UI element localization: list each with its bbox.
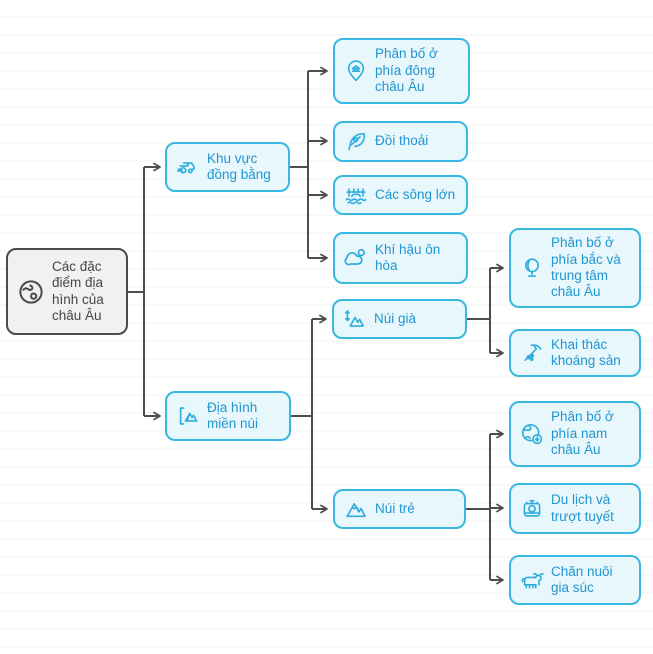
node-root-dac-diem-dia-hinh[interactable]: Các đặc điểm địa hình của châu Âu — [6, 248, 128, 335]
node-label: Núi trẻ — [375, 500, 415, 516]
cloud-sun-icon — [344, 248, 365, 266]
node-nui-gia[interactable]: Núi già — [332, 299, 467, 339]
node-label: Khí hậu ôn hòa — [375, 241, 441, 273]
node-khai-thac-khoang-san[interactable]: Khai thác khoáng sản — [509, 329, 641, 377]
node-cac-song-lon[interactable]: Các sông lớn — [333, 175, 468, 215]
terrain-icon — [179, 407, 198, 425]
node-label: Các đặc điểm địa hình của châu Âu — [52, 258, 104, 323]
node-phan-bo-phia-dong[interactable]: Phân bố ở phía đông châu Âu — [333, 38, 470, 104]
mountain-elevation-icon — [344, 310, 364, 327]
node-dia-hinh-mien-nui[interactable]: Địa hình miền núi — [165, 391, 291, 441]
feather-icon — [348, 132, 366, 150]
pickaxe-icon — [524, 344, 542, 362]
harvester-icon — [177, 162, 195, 174]
cable-car-icon — [523, 499, 541, 517]
node-label: Các sông lớn — [375, 186, 456, 202]
node-label: Núi già — [374, 310, 417, 326]
cow-icon — [521, 573, 544, 589]
node-label: Phân bố ở phía bắc và trung tâm châu Âu — [551, 235, 621, 300]
node-khi-hau-on-hoa[interactable]: Khí hậu ôn hòa — [333, 232, 468, 284]
globe-down-arrow-icon — [521, 423, 543, 445]
node-doi-thoai[interactable]: Đồi thoải — [333, 121, 468, 162]
node-label: Du lịch và trượt tuyết — [551, 492, 614, 524]
node-label: Khai thác khoáng sản — [551, 336, 621, 368]
node-chan-nuoi-gia-suc[interactable]: Chăn nuôi gia súc — [509, 555, 641, 605]
bridge-river-icon — [345, 188, 367, 205]
node-label: Đồi thoải — [375, 133, 429, 149]
globe-icon — [19, 279, 43, 304]
node-label: Khu vực đồng bằng — [207, 150, 271, 182]
node-khu-vuc-dong-bang[interactable]: Khu vực đồng bằng — [165, 142, 290, 192]
node-label: Phân bố ở phía đông châu Âu — [375, 46, 438, 95]
node-nui-tre[interactable]: Núi trẻ — [333, 489, 466, 529]
node-phan-bo-phia-nam[interactable]: Phân bố ở phía nam châu Âu — [509, 401, 641, 467]
desk-globe-icon — [525, 258, 539, 277]
node-label: Phân bố ở phía nam châu Âu — [551, 409, 614, 458]
node-du-lich-truot-tuyet[interactable]: Du lịch và trượt tuyết — [509, 483, 641, 534]
snowy-mountain-icon — [346, 502, 366, 518]
node-label: Chăn nuôi gia súc — [551, 563, 613, 595]
landmark-pin-icon — [347, 60, 365, 82]
node-phan-bo-phia-bac-trung-tam[interactable]: Phân bố ở phía bắc và trung tâm châu Âu — [509, 228, 641, 308]
node-label: Địa hình miền núi — [207, 399, 259, 431]
